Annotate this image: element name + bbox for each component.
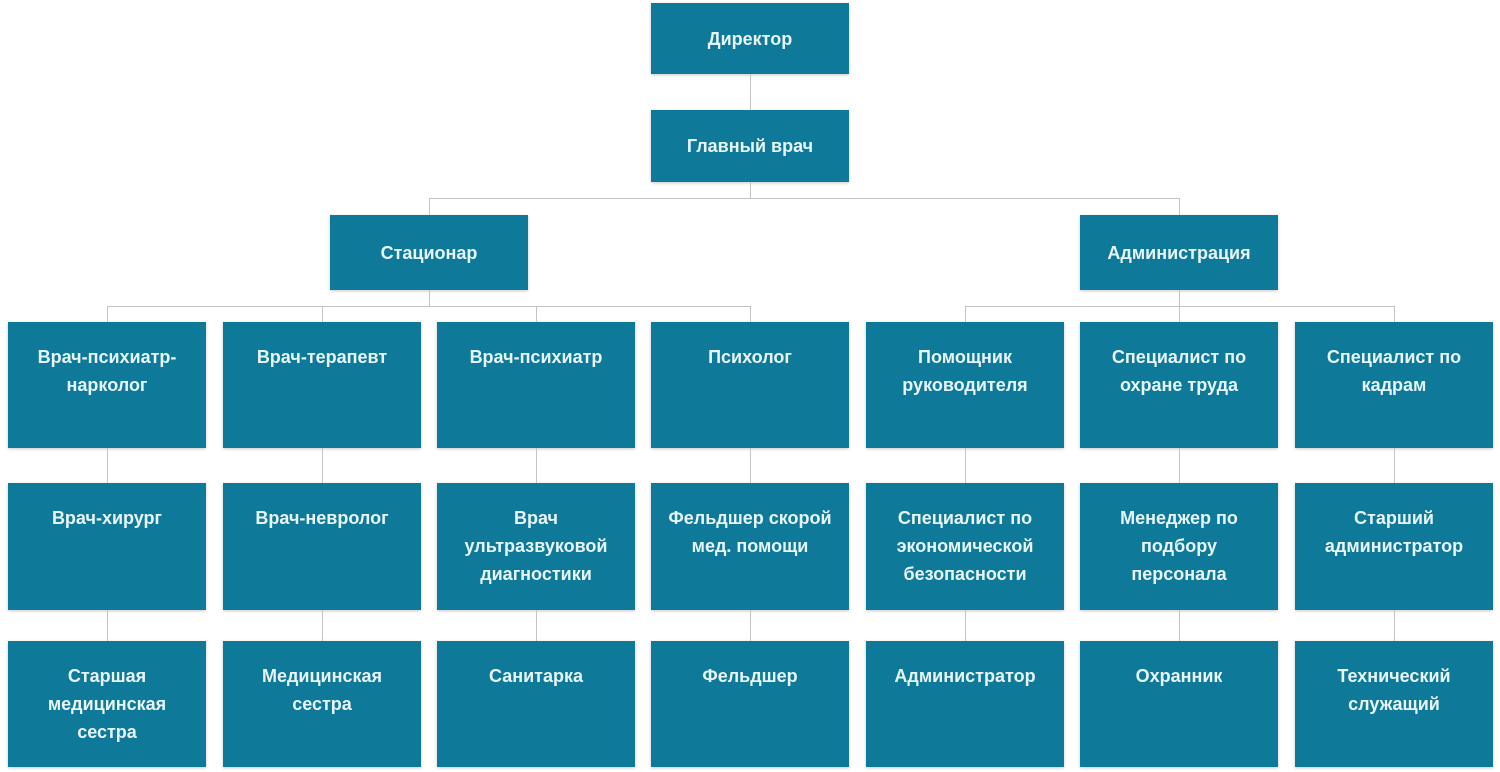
org-node-security-guard: Охранник (1080, 641, 1278, 767)
org-node-psychiatrist-narcologist: Врач-психиатр-нарколог (8, 322, 206, 448)
connector-line (750, 182, 751, 199)
connector-line (107, 610, 108, 641)
connector-line (429, 290, 430, 307)
connector-line (429, 198, 430, 215)
org-node-chief-physician: Главный врач (651, 110, 849, 182)
org-node-ultrasound-doctor: Врач ультразвуковой диагностики (437, 483, 635, 610)
connector-line (536, 448, 537, 483)
org-node-assistant-to-director: Помощник руководителя (866, 322, 1064, 448)
connector-line (750, 74, 751, 110)
connector-line (965, 448, 966, 483)
org-node-administrator: Администратор (866, 641, 1064, 767)
connector-line (1394, 306, 1395, 322)
org-node-orderly: Санитарка (437, 641, 635, 767)
org-node-ambulance-paramedic: Фельдшер скорой мед. помощи (651, 483, 849, 610)
connector-line (322, 306, 323, 322)
connector-line (322, 448, 323, 483)
org-node-paramedic: Фельдшер (651, 641, 849, 767)
org-node-technical-worker: Технический служащий (1295, 641, 1493, 767)
connector-line (1394, 448, 1395, 483)
connector-line (750, 610, 751, 641)
connector-line (107, 306, 108, 322)
connector-line (1179, 198, 1180, 215)
connector-line (1179, 290, 1180, 307)
org-node-senior-administrator: Старший администратор (1295, 483, 1493, 610)
connector-line (965, 306, 966, 322)
connector-line (750, 306, 751, 322)
connector-line (536, 306, 537, 322)
org-node-economic-security-specialist: Специалист по экономической безопасности (866, 483, 1064, 610)
org-node-surgeon: Врач-хирург (8, 483, 206, 610)
org-node-hr-specialist: Специалист по кадрам (1295, 322, 1493, 448)
org-node-neurologist: Врач-невролог (223, 483, 421, 610)
org-node-therapist: Врач-терапевт (223, 322, 421, 448)
connector-line (1179, 448, 1180, 483)
connector-line (1179, 610, 1180, 641)
connector-line (429, 198, 1180, 199)
org-node-nurse: Медицинская сестра (223, 641, 421, 767)
org-node-psychiatrist: Врач-психиатр (437, 322, 635, 448)
org-node-director: Директор (651, 3, 849, 74)
org-node-recruitment-manager: Менеджер по подбору персонала (1080, 483, 1278, 610)
connector-line (536, 610, 537, 641)
connector-line (107, 448, 108, 483)
connector-line (1394, 610, 1395, 641)
org-node-head-nurse: Старшая медицинская сестра (8, 641, 206, 767)
org-node-labor-safety-specialist: Специалист по охране труда (1080, 322, 1278, 448)
connector-line (322, 610, 323, 641)
connector-line (965, 610, 966, 641)
org-node-inpatient-branch: Стационар (330, 215, 528, 290)
connector-line (107, 306, 751, 307)
connector-line (1179, 306, 1180, 322)
connector-line (750, 448, 751, 483)
org-node-administration-branch: Администрация (1080, 215, 1278, 290)
org-node-psychologist: Психолог (651, 322, 849, 448)
